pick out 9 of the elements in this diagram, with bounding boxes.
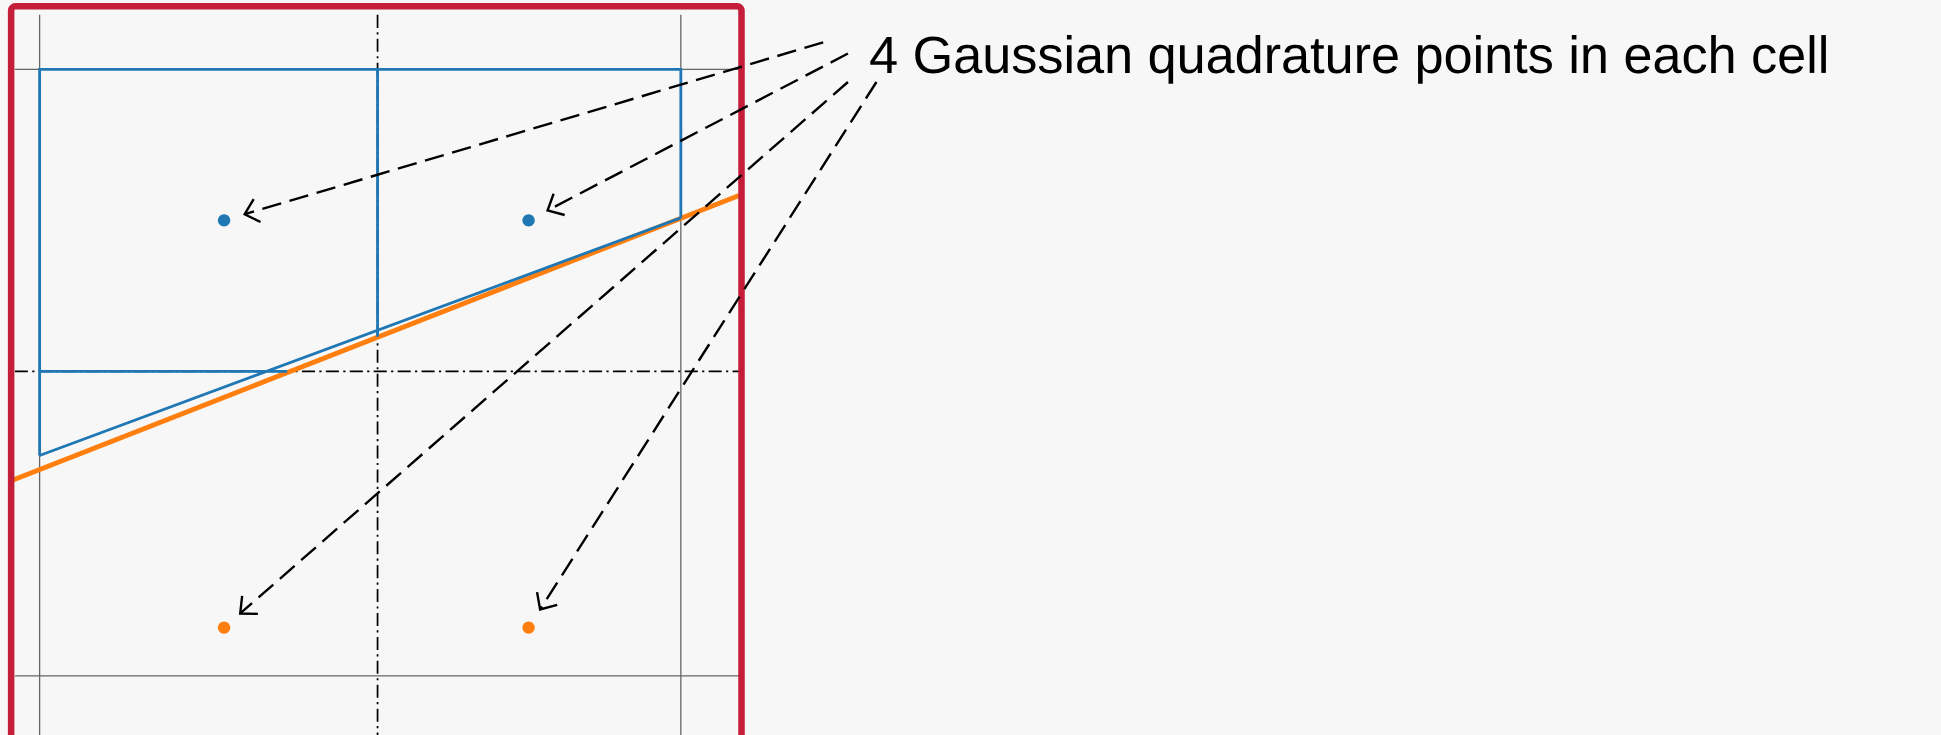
leader-line (238, 80, 849, 615)
quadrature-point (217, 214, 231, 227)
leader-line (242, 41, 824, 223)
leader-line (535, 81, 878, 611)
quadrature-point (217, 621, 231, 634)
quadrature-point (522, 621, 535, 634)
quadrature-point (522, 214, 535, 227)
leader-line (546, 52, 849, 216)
annotation-text: 4 Gaussian quadrature points in each cell (870, 34, 1826, 84)
